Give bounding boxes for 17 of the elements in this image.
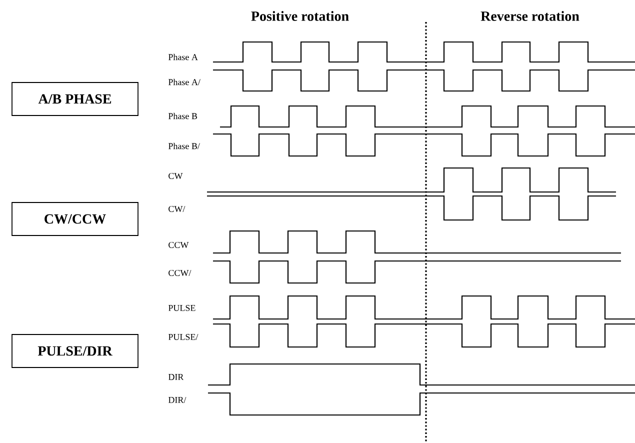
signal-name: Phase A (168, 54, 198, 60)
column-heading: Positive rotation (251, 11, 349, 21)
label-box: A/B PHASE (12, 82, 138, 116)
signal-name: CW/ (168, 206, 186, 212)
label-box: CW/CCW (12, 202, 138, 236)
signal-name: Phase A/ (168, 78, 200, 86)
signal-name: CCW (168, 242, 189, 248)
signal-name: PULSE/ (168, 334, 198, 340)
column-heading: Reverse rotation (480, 11, 580, 21)
signal-name: DIR (168, 374, 184, 380)
signal-name: PULSE (168, 304, 196, 312)
label-box: PULSE/DIR (12, 334, 138, 368)
signal-name: Phase B (168, 112, 198, 120)
signal-name: DIR/ (168, 396, 186, 403)
signal-name: Phase B/ (168, 142, 200, 150)
signal-name: CCW/ (168, 270, 192, 276)
signal-name: CW (168, 172, 183, 180)
